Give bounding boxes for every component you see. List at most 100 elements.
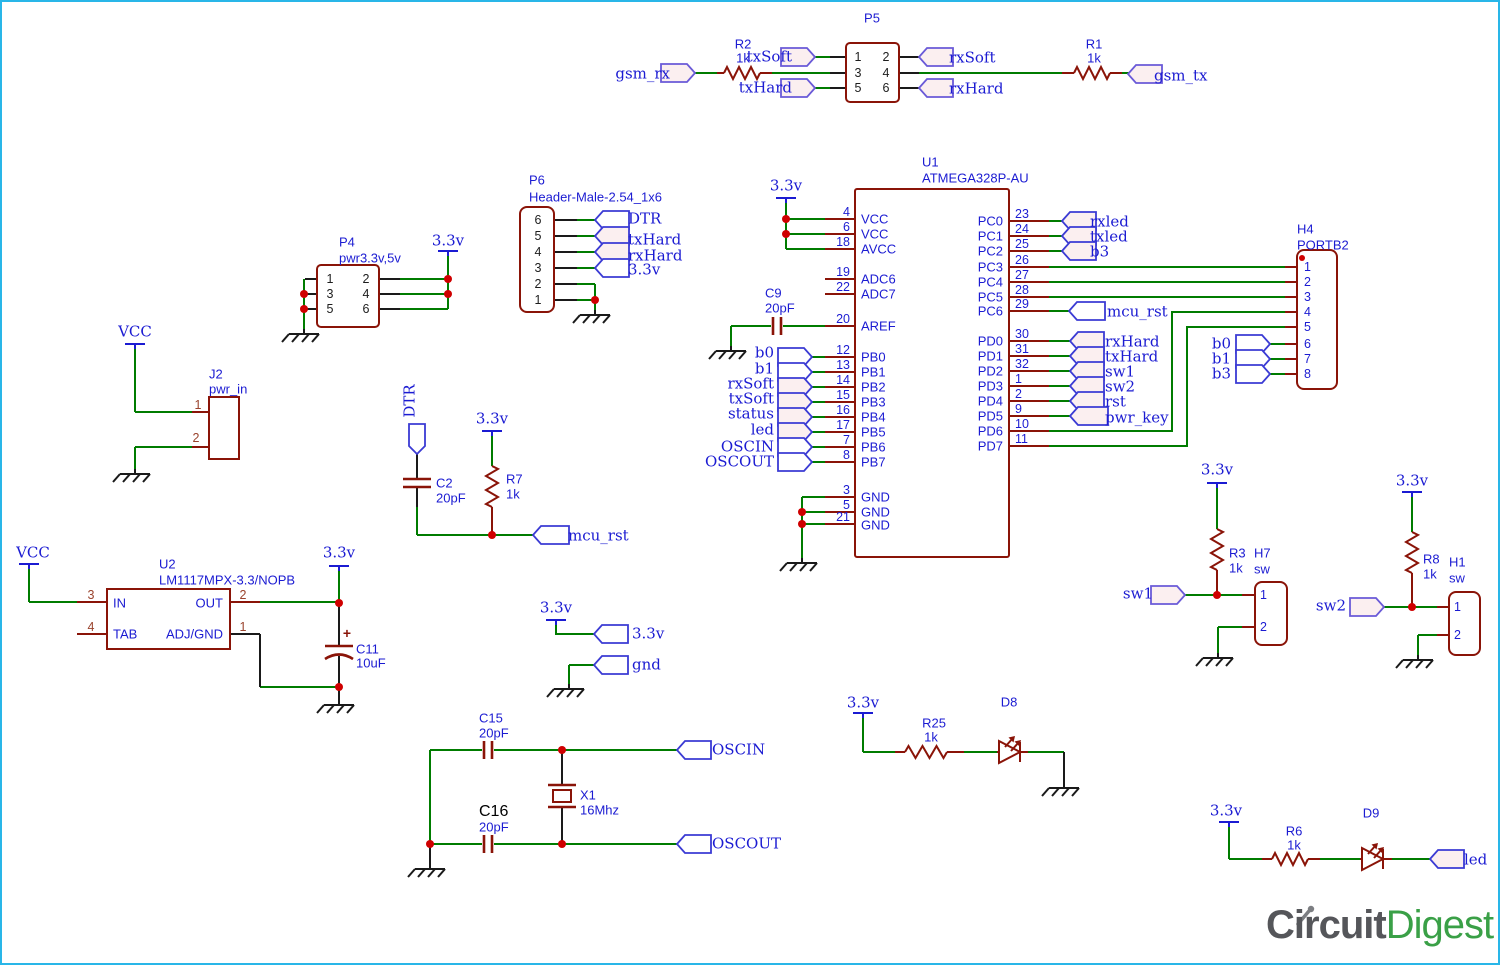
pwr-33v-r25: 3.3v [846, 693, 880, 712]
j2-num-1: 1 [194, 397, 202, 412]
u1-pin-vcc1: VCC [861, 211, 889, 227]
pwr-vcc-u2: VCC [16, 543, 50, 562]
h7-num-2: 2 [1260, 619, 1267, 634]
u1-num-19: 19 [836, 264, 850, 279]
u1-pin-pc2: PC2 [977, 243, 1003, 259]
u1-num-7: 7 [843, 432, 850, 447]
u1-num-6: 6 [843, 219, 850, 234]
h1-num-2: 2 [1454, 627, 1461, 642]
u1-num-20: 20 [836, 311, 850, 326]
r6-val: 1k [1287, 837, 1301, 853]
r6-ref: R6 [1285, 823, 1303, 839]
capacitor-c11 [324, 644, 354, 661]
flag-gsm-tx [1126, 64, 1163, 84]
u1-pin-pb4: PB4 [861, 409, 886, 425]
h1-val: sw [1449, 570, 1465, 586]
h4-num-5: 5 [1304, 319, 1311, 334]
flag-oscout-pb7 [777, 452, 814, 472]
pwr-33v-u1: 3.3v [769, 176, 803, 195]
u1-num-15: 15 [836, 387, 850, 402]
pwr-33v-p4: 3.3v [431, 231, 465, 250]
p5-num-3: 3 [854, 65, 862, 80]
capacitor-c2 [403, 477, 431, 489]
resistor-r8 [1403, 531, 1421, 574]
h4-num-1: 1 [1304, 259, 1311, 274]
net-txhard-pd1: txHard [1105, 347, 1159, 366]
flag-sw1 [1150, 585, 1187, 605]
u1-pin-avcc: AVCC [861, 241, 897, 257]
circuitdigest-logo: CircuitDigest [1266, 903, 1494, 948]
u1-pin-pd3: PD3 [977, 378, 1003, 394]
net-mcu-rst-r7: mcu_rst [568, 526, 629, 545]
p6-num-4: 4 [534, 244, 542, 259]
connector-h4-box [1296, 249, 1338, 390]
p4-ref: P4 [339, 234, 355, 250]
r8-ref: R8 [1423, 551, 1440, 567]
flag-33v-mid [592, 624, 629, 644]
u1-num-16: 16 [836, 402, 850, 417]
flag-oscout [675, 834, 712, 854]
net-oscout: OSCOUT [712, 834, 781, 853]
logo-circuit: Circuit [1266, 903, 1387, 947]
h7-num-1: 1 [1260, 587, 1267, 602]
flag-gnd-mid [592, 655, 629, 675]
connector-p6-box [519, 206, 555, 313]
u1-pin-pc0: PC0 [977, 213, 1003, 229]
c9-ref: C9 [765, 285, 782, 301]
h1-num-1: 1 [1454, 599, 1461, 614]
d9-ref: D9 [1362, 805, 1380, 821]
u1-num-26: 26 [1015, 252, 1029, 267]
u1-num-9: 9 [1015, 401, 1022, 416]
p6-num-3: 3 [534, 260, 542, 275]
h4-num-8: 8 [1304, 366, 1311, 381]
logo-probe-icon [1296, 905, 1315, 926]
c11-val: 10uF [356, 655, 386, 671]
c16-ref: C16 [479, 803, 509, 820]
c2-ref: C2 [436, 475, 453, 491]
u1-pin-pb7: PB7 [861, 454, 886, 470]
u2-ref: U2 [159, 556, 176, 572]
c11-plus: + [342, 625, 352, 641]
p4-num-6: 6 [362, 301, 370, 316]
net-gnd-mid: gnd [632, 655, 661, 674]
net-rxsoft-p5: rxSoft [949, 48, 996, 67]
ic-u1-box [854, 188, 1010, 558]
u1-num-29: 29 [1015, 296, 1029, 311]
u1-num-10: 10 [1015, 416, 1029, 431]
p4-val: pwr3.3v,5v [339, 250, 401, 266]
u1-num-30: 30 [1015, 326, 1029, 341]
p5-num-2: 2 [882, 49, 890, 64]
c9-val: 20pF [765, 300, 795, 316]
net-txsoft-p5: txSoft [746, 47, 792, 66]
pwr-33v-r8: 3.3v [1395, 471, 1429, 490]
u1-num-18: 18 [836, 234, 850, 249]
flag-mcu-rst-pc6 [1067, 301, 1106, 321]
h4-num-3: 3 [1304, 289, 1311, 304]
u1-num-28: 28 [1015, 282, 1029, 297]
ic-u2-box [106, 588, 231, 650]
h1-ref: H1 [1449, 554, 1466, 570]
resistor-r1 [1073, 64, 1111, 82]
capacitor-c16 [482, 835, 494, 853]
h4-num-4: 4 [1304, 304, 1311, 319]
u1-pin-pc5: PC5 [977, 289, 1003, 305]
p6-num-1: 1 [534, 292, 542, 307]
net-sw1-pd2: sw1 [1105, 362, 1136, 381]
u2-num-4: 4 [87, 619, 95, 634]
junction-dots [300, 215, 1416, 848]
u1-num-1: 1 [1015, 371, 1022, 386]
u1-pin-pb2: PB2 [861, 379, 886, 395]
flag-pwr-key-pd5 [1068, 406, 1109, 426]
net-txled: txled [1090, 227, 1128, 246]
u2-val: LM1117MPX-3.3/NOPB [159, 572, 296, 588]
net-rxhard-p5: rxHard [949, 79, 1004, 98]
net-status-pb4: status [727, 404, 774, 423]
p4-num-5: 5 [326, 301, 334, 316]
flag-rxhard [917, 78, 954, 98]
net-rxsoft-pb2: rxSoft [727, 374, 774, 393]
u1-num-31: 31 [1015, 341, 1029, 356]
u1-num-11: 11 [1015, 431, 1028, 446]
h4-val: PORTB2 [1297, 237, 1349, 253]
pwr-33v-mid: 3.3v [539, 598, 573, 617]
